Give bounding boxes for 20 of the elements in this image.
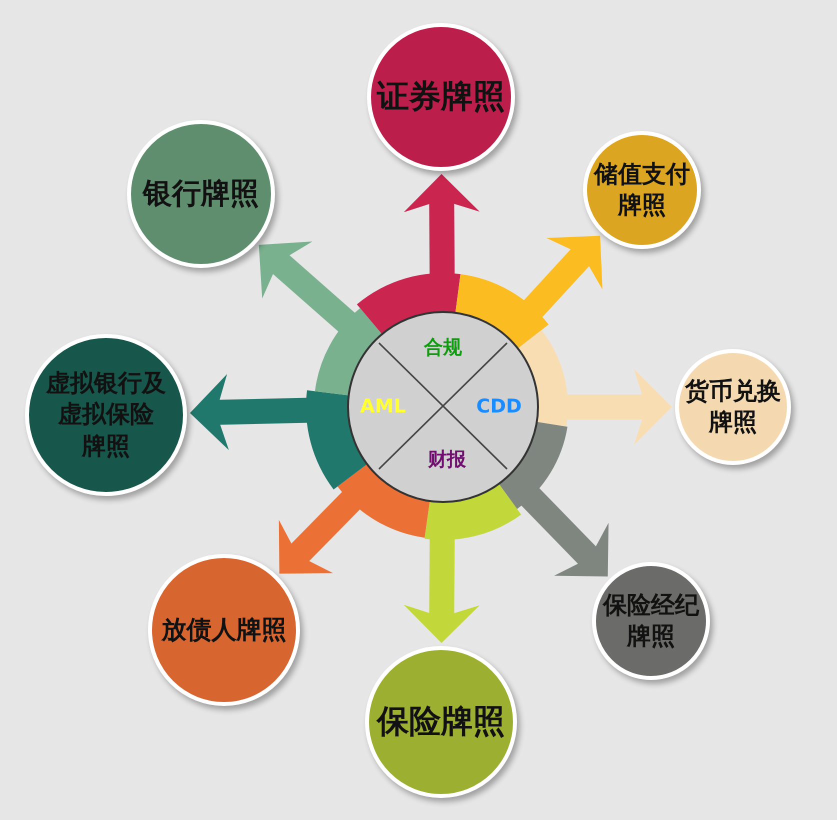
quadrant-label: CDD <box>476 398 522 416</box>
circle-label: 证券牌照 <box>377 76 505 118</box>
circle-label: 货币兑换牌照 <box>685 376 781 438</box>
quadrant-label: 合规 <box>424 338 462 358</box>
circle-label: 虚拟银行及虚拟保险牌照 <box>46 368 166 462</box>
quadrant-label: AML <box>360 398 406 416</box>
ring-segment <box>356 273 460 334</box>
circle-label: 保险牌照 <box>377 701 505 742</box>
circle-label: 储值支付牌照 <box>594 158 690 221</box>
circle-label: 银行牌照 <box>143 175 259 212</box>
circle-label: 放债人牌照 <box>162 614 286 646</box>
ring-segment <box>498 422 568 509</box>
arrow <box>404 538 480 644</box>
arrow <box>190 374 308 450</box>
circle-label: 保险经纪牌照 <box>603 590 699 652</box>
ring-segment <box>314 308 382 396</box>
quadrant-label: 财报 <box>428 450 466 470</box>
arrow <box>404 174 480 276</box>
arrow <box>566 369 672 445</box>
ring-segment <box>424 484 522 540</box>
